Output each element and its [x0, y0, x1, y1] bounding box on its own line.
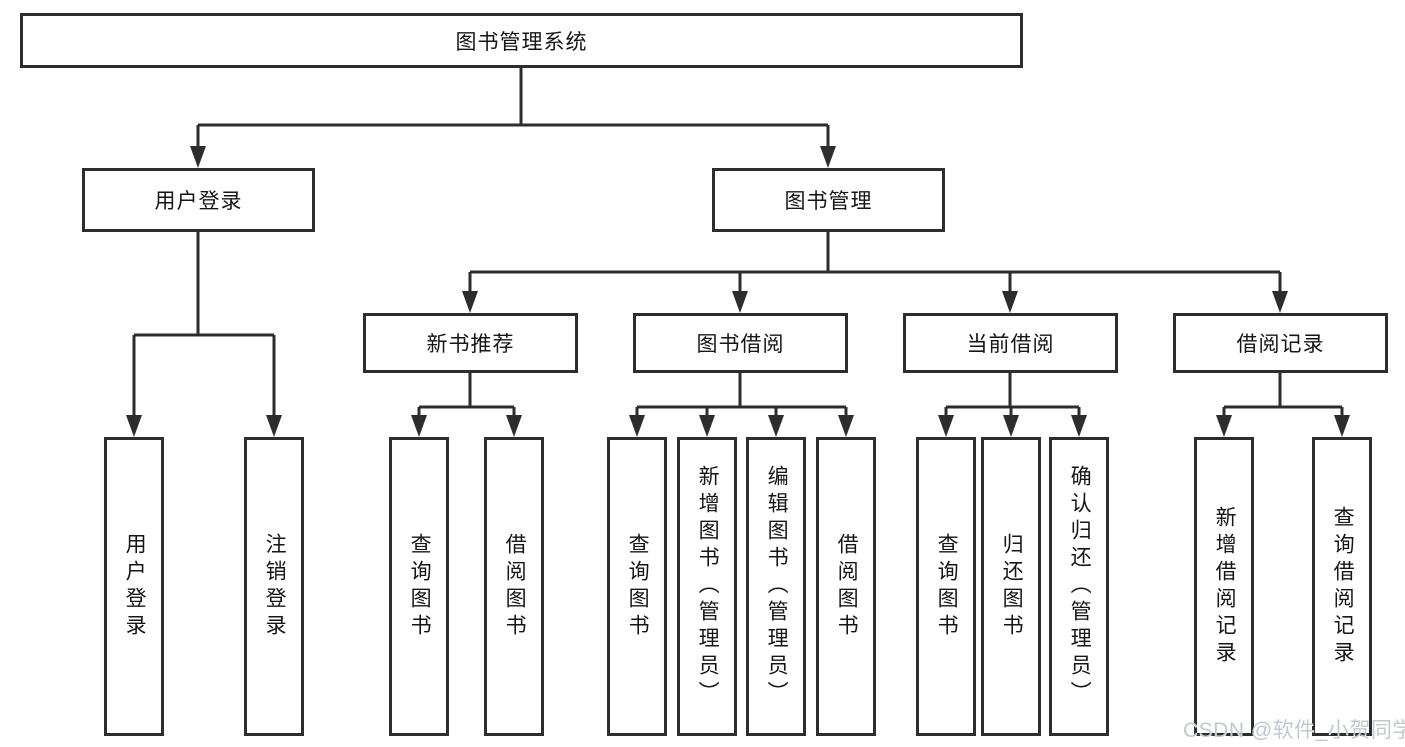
- node-book-mgmt-label: 图书管理: [784, 190, 873, 213]
- node-borrow-record-label: 借阅记录: [1236, 333, 1325, 356]
- leaf-label: 新增借阅记录: [1213, 505, 1237, 668]
- node-leaf-nr-borrow-books: 借阅图书: [484, 437, 544, 736]
- node-root-label: 图书管理系统: [455, 30, 588, 54]
- leaf-label: 归还图书: [1000, 532, 1024, 641]
- csdn-watermark: CSDN @软件_小贺同学: [1183, 719, 1405, 742]
- leaf-label: 借阅图书: [503, 532, 527, 641]
- leaf-label: 确认归还（管理员）: [1068, 465, 1092, 708]
- node-borrow-record: 借阅记录: [1173, 313, 1388, 373]
- node-new-recommend: 新书推荐: [363, 313, 578, 373]
- node-leaf-nr-query-books: 查询图书: [389, 437, 449, 736]
- node-leaf-cb-confirm-return-admin: 确认归还（管理员）: [1049, 437, 1109, 736]
- node-leaf-br-query-record: 查询借阅记录: [1312, 437, 1372, 736]
- node-root: 图书管理系统: [20, 13, 1023, 68]
- node-current-borrow-label: 当前借阅: [966, 333, 1055, 356]
- arrowheads: [126, 146, 1350, 437]
- leaf-label: 查询借阅记录: [1331, 505, 1355, 668]
- leaf-label: 查询图书: [408, 532, 432, 641]
- node-leaf-cb-query-books: 查询图书: [916, 437, 976, 736]
- node-leaf-bb-borrow-books: 借阅图书: [816, 437, 876, 736]
- node-leaf-cb-return-books: 归还图书: [981, 437, 1041, 736]
- leaf-label: 注销登录: [263, 532, 287, 641]
- node-leaf-br-add-record: 新增借阅记录: [1194, 437, 1254, 736]
- leaf-label: 新增图书（管理员）: [696, 465, 720, 708]
- node-leaf-bb-query-books: 查询图书: [607, 437, 667, 736]
- node-leaf-logout: 注销登录: [244, 437, 304, 736]
- node-user-login-label: 用户登录: [154, 190, 243, 213]
- node-user-login: 用户登录: [82, 168, 315, 232]
- node-leaf-user-login: 用户登录: [104, 437, 164, 736]
- leaf-label: 用户登录: [123, 532, 147, 641]
- node-current-borrow: 当前借阅: [903, 313, 1118, 373]
- leaf-label: 编辑图书（管理员）: [765, 465, 789, 708]
- node-book-borrow-label: 图书借阅: [696, 333, 785, 356]
- node-book-borrow: 图书借阅: [633, 313, 848, 373]
- node-new-recommend-label: 新书推荐: [426, 333, 515, 356]
- leaf-label: 借阅图书: [835, 532, 859, 641]
- node-leaf-bb-add-books-admin: 新增图书（管理员）: [677, 437, 737, 736]
- node-leaf-bb-edit-books-admin: 编辑图书（管理员）: [746, 437, 806, 736]
- leaf-label: 查询图书: [626, 532, 650, 641]
- node-book-mgmt: 图书管理: [712, 168, 945, 232]
- leaf-label: 查询图书: [935, 532, 959, 641]
